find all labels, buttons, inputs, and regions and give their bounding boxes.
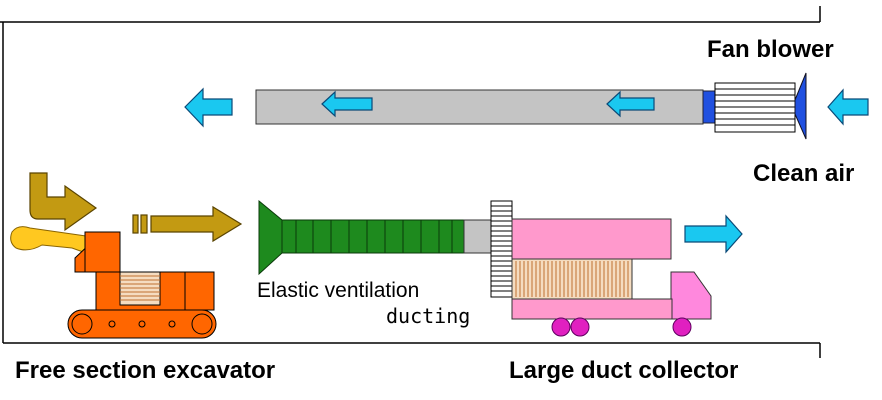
tunnel-outline — [0, 6, 821, 358]
dust-flow-arrow — [29, 172, 98, 232]
elastic-ducting-label-line2: ducting — [386, 304, 471, 328]
air-flow-arrow — [184, 87, 233, 128]
excavator-label: Free section excavator — [15, 357, 276, 384]
air-flow-arrow — [684, 214, 743, 254]
collector-truck-icon — [490, 200, 712, 337]
collector-label: Large duct collector — [509, 357, 739, 384]
elastic-duct — [258, 199, 493, 276]
air-flow-arrow — [827, 88, 869, 126]
clean-air-label: Clean air — [753, 160, 855, 187]
wheel — [551, 317, 571, 337]
fan-icon — [702, 72, 807, 140]
wheel — [570, 317, 590, 337]
elastic-ducting-label-line1: Elastic ventilation — [257, 279, 420, 302]
fan-blower-label: Fan blower — [707, 36, 834, 63]
air-flow-arrow — [321, 90, 373, 118]
wheel — [672, 317, 692, 337]
excavator-icon — [10, 226, 217, 339]
air-flow-arrow — [606, 90, 655, 118]
dust-flow-arrow — [132, 205, 243, 243]
